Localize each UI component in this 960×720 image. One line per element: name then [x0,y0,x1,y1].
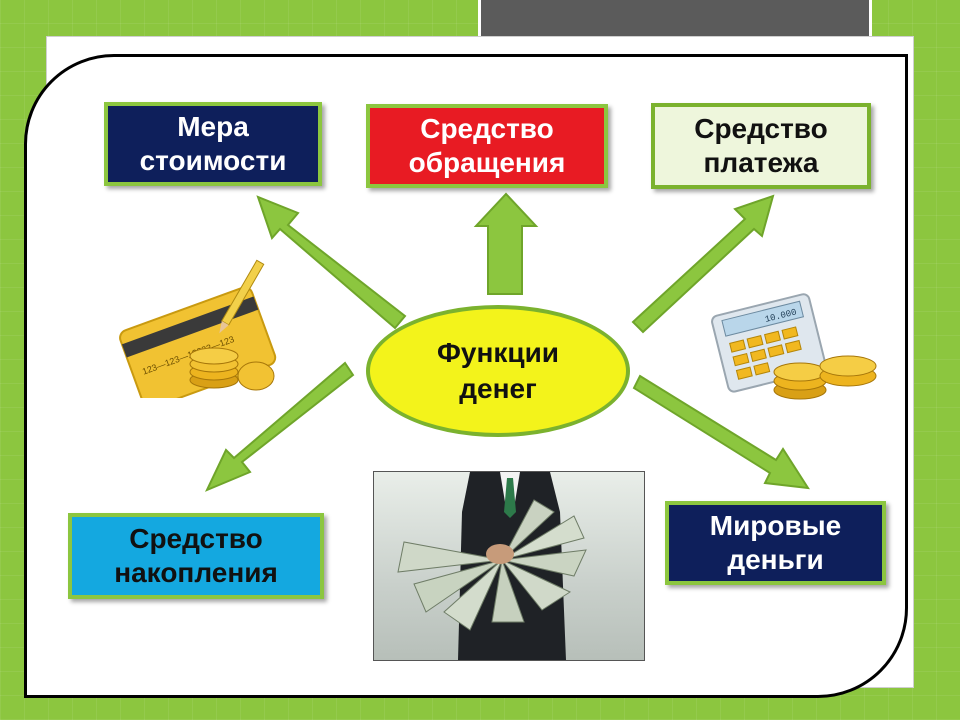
box-world-line2: деньги [727,544,824,575]
center-line1: Функции [436,337,560,368]
arrow-to-circulation [473,192,539,295]
tie-icon [504,478,516,518]
box-measure-line2: стоимости [139,145,287,176]
box-medium-of-circulation: Средство обращения [366,104,608,188]
arrow-to-world [632,374,810,490]
calculator-display [721,300,805,337]
arrow-to-store [204,361,355,492]
businessman-image [397,472,587,660]
box-world-line1: Мировые [709,510,842,541]
box-payment-line1: Средство [694,113,828,144]
box-measure-line1: Мера [177,111,249,142]
box-measure-of-value: Мера стоимости [104,102,322,186]
credit-card-coins-illustration: 123—123—12333—123 [119,259,277,398]
arrow-to-measure [256,195,407,330]
box-payment-line2: платежа [703,147,819,178]
calculator-coins-illustration: 10.000 [711,293,877,400]
box-store-line2: накопления [114,557,278,588]
businessman-with-money-photo [373,471,645,661]
center-line2: денег [459,373,537,404]
hand-icon [486,544,514,564]
dollar-fan-icon [397,499,587,631]
box-circulation-line2: обращения [408,147,566,178]
pencil-icon [219,259,265,334]
card-magnetic-strip [121,296,259,358]
box-store-of-value: Средство накопления [68,513,324,599]
box-means-of-payment: Средство платежа [651,103,871,189]
box-world-money: Мировые деньги [665,501,886,585]
box-circulation-line1: Средство [420,113,554,144]
arrow-to-payment [631,194,775,334]
coin-stack-icon [773,355,877,400]
box-store-line1: Средство [129,523,263,554]
center-ellipse-money-functions: Функции денег [366,305,630,437]
coin-stack-icon [189,347,275,391]
